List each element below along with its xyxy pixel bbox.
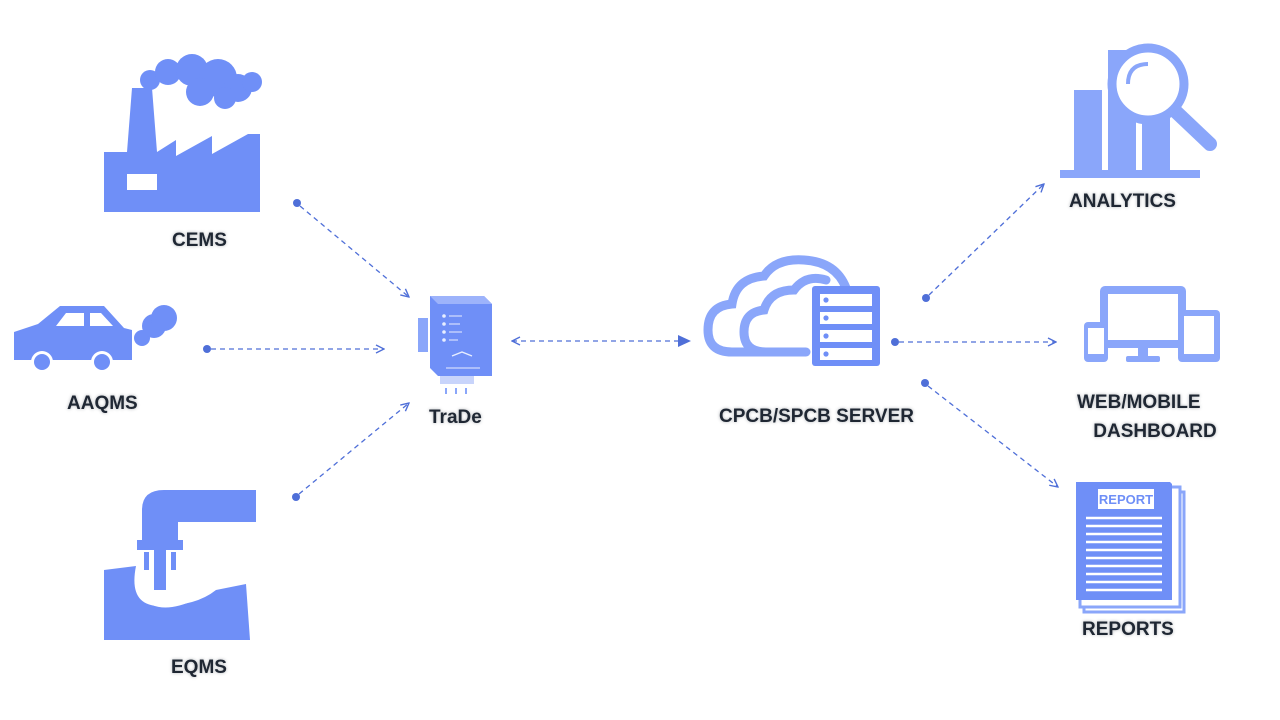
arrow-cems-to-trade bbox=[293, 199, 409, 297]
analytics-label: ANALYTICS bbox=[1069, 191, 1176, 212]
dashboard-label-line1: WEB/MOBILE bbox=[1077, 392, 1201, 413]
report-document-icon: REPORT bbox=[1076, 482, 1186, 614]
aaqms-label: AAQMS bbox=[67, 393, 138, 414]
dashboard-label-line2: DASHBOARD bbox=[1093, 421, 1217, 442]
analytics-magnifier-icon bbox=[1060, 43, 1217, 178]
trade-label: TraDe bbox=[429, 407, 482, 428]
reports-label: REPORTS bbox=[1082, 619, 1174, 640]
eqms-label: EQMS bbox=[171, 657, 227, 678]
arrow-server-to-reports bbox=[921, 379, 1058, 487]
cloud-server-icon bbox=[703, 255, 880, 366]
server-label: CPCB/SPCB SERVER bbox=[719, 406, 914, 427]
gateway-device-icon bbox=[418, 296, 492, 394]
arrow-aaqms-to-trade bbox=[203, 345, 384, 353]
arrow-server-to-dashboard bbox=[891, 338, 1056, 346]
car-icon bbox=[14, 305, 177, 373]
arrow-server-to-analytics bbox=[922, 184, 1044, 302]
arrow-eqms-to-trade bbox=[292, 403, 409, 501]
effluent-pipe-icon bbox=[104, 490, 256, 640]
cems-label: CEMS bbox=[172, 230, 227, 251]
factory-icon bbox=[104, 54, 262, 212]
devices-icon bbox=[1084, 286, 1220, 362]
report-header-text: REPORT bbox=[1099, 492, 1153, 507]
